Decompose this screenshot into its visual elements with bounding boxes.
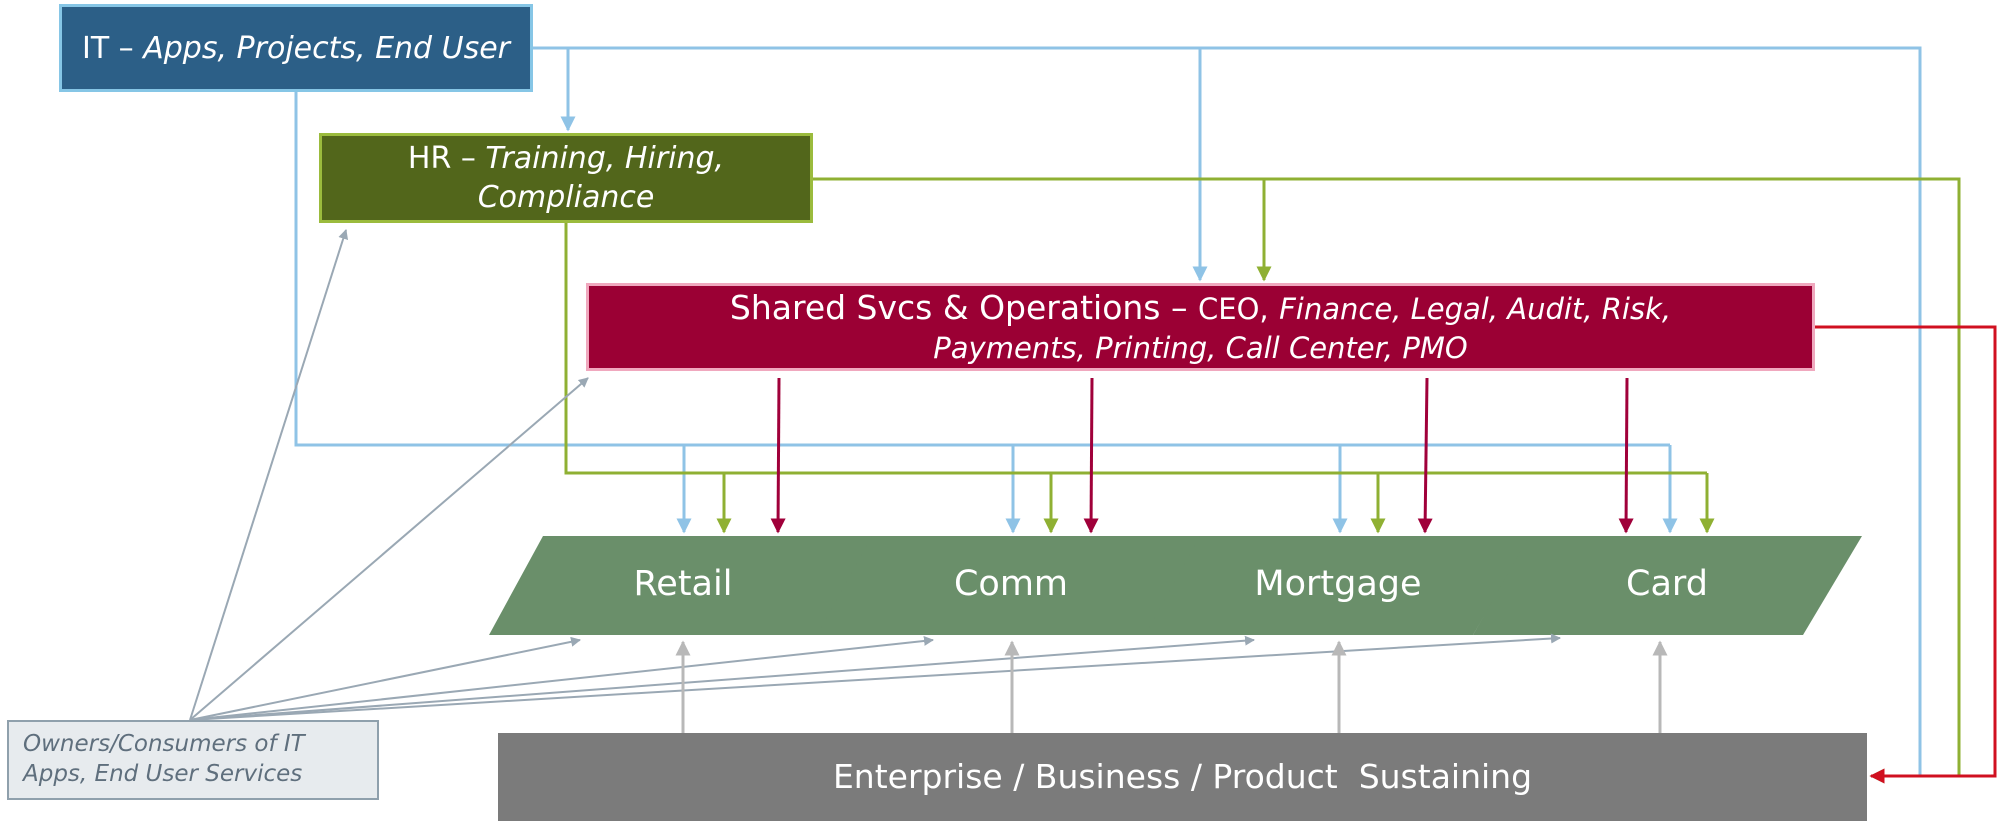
segment-shape-mortgage [1145, 536, 1531, 635]
it-subtitle: Apps, Projects, End User [143, 30, 511, 66]
hr-bus-line [564, 223, 1707, 475]
owners-to-retail-arrow [189, 636, 581, 721]
shared-to-card-arrow [1618, 377, 1634, 534]
shared-to-retail-arrow [770, 377, 786, 534]
owners-consumers-box: Owners/Consumers of IT Apps, End User Se… [7, 720, 379, 800]
segment-label-retail: Retail [633, 564, 733, 604]
segment-label-card: Card [1626, 564, 1708, 604]
owners-line1: Owners/Consumers of IT [23, 731, 305, 758]
owners-to-shared-arrow [189, 377, 589, 721]
it-title: IT – [81, 30, 134, 66]
enterprise-label: Enterprise / Business / Product Sustaini… [832, 756, 1533, 796]
hr-box: HR – Training, Hiring, Compliance [319, 133, 813, 223]
shared-line1: Finance, Legal, Audit, Risk, [1279, 291, 1672, 326]
segment-shapes [489, 536, 1862, 635]
shared-to-enterprise-arrow [1815, 325, 1997, 784]
shared-services-box: Shared Svcs & Operations – CEO, Finance,… [586, 283, 1815, 371]
hr-title: HR – [407, 141, 476, 176]
owners-to-mortgage-arrow [189, 635, 1255, 721]
it-bus-line [294, 92, 1670, 447]
enterprise-sustaining-box: Enterprise / Business / Product Sustaini… [498, 733, 1867, 821]
shared-to-mortgage-arrow [1417, 377, 1433, 534]
segment-label-comm: Comm [953, 564, 1069, 604]
enterprise-connectors [675, 640, 1668, 733]
segment-label-mortgage: Mortgage [1254, 564, 1422, 604]
shared-title: Shared Svcs & Operations – [729, 287, 1188, 327]
hr-subtitle: Training, Hiring, Compliance [477, 141, 725, 215]
owners-to-hr-arrow [189, 229, 349, 721]
segment-shape-comm [817, 536, 1204, 635]
hr-to-shared-arrow [813, 177, 1272, 282]
shared-to-comm-arrow [1083, 377, 1099, 534]
hr-connectors [564, 177, 1961, 784]
segment-shape-retail [489, 536, 877, 635]
shared-connectors [770, 377, 1634, 534]
segment-shape-card [1473, 536, 1862, 635]
owners-to-comm-arrow [189, 635, 934, 721]
owners-to-card-arrow [189, 633, 1561, 721]
it-to-hr-arrow [533, 46, 576, 132]
shared-ceo: CEO, [1198, 291, 1269, 326]
it-box: IT – Apps, Projects, End User [59, 4, 533, 92]
shared-line2: Payments, Printing, Call Center, PMO [933, 330, 1468, 365]
owners-line2: Apps, End User Services [23, 761, 303, 787]
hr-to-enterprise-arrow [813, 177, 1961, 784]
